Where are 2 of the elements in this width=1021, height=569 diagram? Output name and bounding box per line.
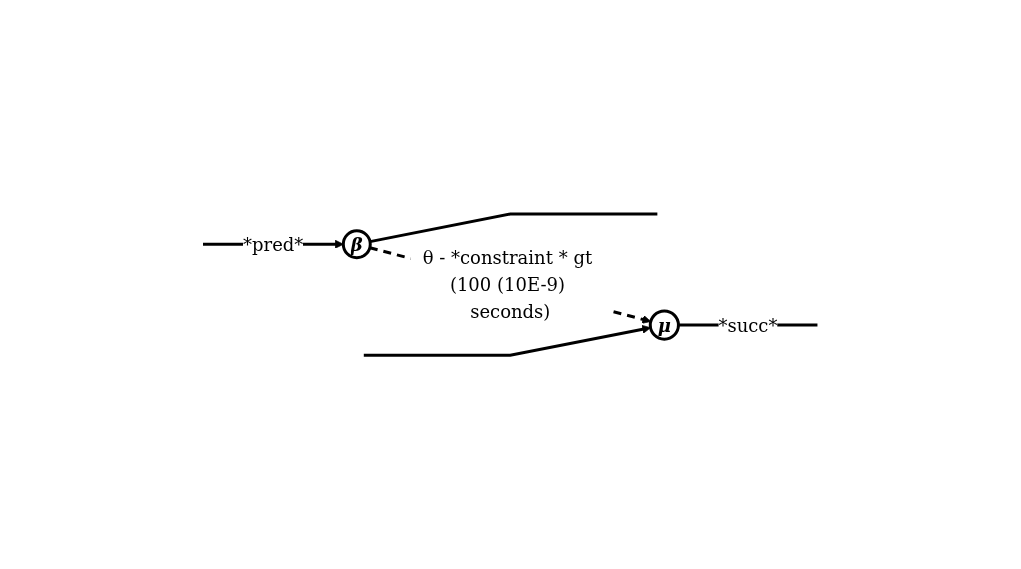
circle-node: β: [342, 229, 373, 260]
circle-node: μ: [649, 309, 681, 341]
